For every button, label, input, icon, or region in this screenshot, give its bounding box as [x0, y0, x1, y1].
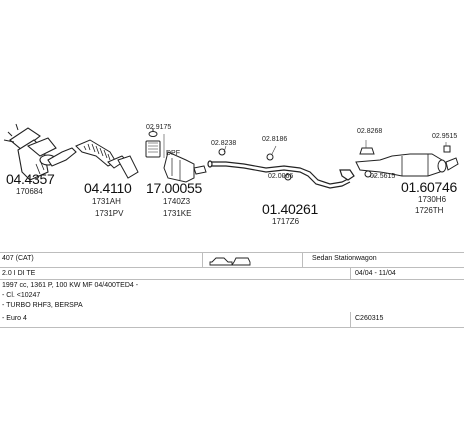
part-ref-5b: 1726TH [415, 206, 444, 215]
part-number-2: 04.4110 [84, 180, 132, 196]
leader-lines [163, 134, 447, 177]
vehicle-code: C260315 [355, 315, 384, 322]
small-part-b: DPF [166, 150, 180, 157]
part-ref-3b: 1731KE [163, 209, 192, 218]
part-number-5: 01.60746 [401, 179, 457, 195]
small-part-g: 02.9515 [432, 133, 458, 140]
small-part-e: 02.0066 [268, 173, 294, 180]
part-number-4: 01.40261 [262, 201, 318, 217]
small-part-c: 02.8238 [211, 140, 237, 147]
catalyst-icon [3, 123, 77, 181]
part-ref-2b: 1731PV [95, 209, 124, 218]
vehicle-turbo: - TURBO RHF3, BERSPA [2, 302, 83, 309]
middle-pipe-icon [207, 160, 355, 189]
small-part-h: 02.5615 [370, 173, 396, 180]
vehicle-cl: - Cl. <10247 [2, 292, 41, 299]
car-wagon-icon [231, 257, 251, 266]
part-ref-1: 170684 [16, 187, 43, 196]
vehicle-spec: 1997 cc, 1361 P, 100 KW MF 04/400TED4 - [2, 282, 139, 289]
car-sedan-icon [209, 257, 233, 266]
part-number-1: 04.4357 [6, 171, 55, 187]
small-part-a: 02.9175 [146, 124, 172, 131]
vehicle-euro: - Euro 4 [2, 315, 27, 322]
clamp-icon [359, 145, 451, 178]
dpf-icon [145, 140, 207, 183]
rear-silencer-icon [355, 153, 459, 177]
vehicle-model: 407 (CAT) [2, 255, 34, 262]
part-number-3: 17.00055 [146, 180, 202, 196]
vehicle-period: 04/04 - 11/04 [355, 270, 396, 277]
part-ref-4: 1717Z6 [272, 217, 300, 226]
small-part-f: 02.8268 [357, 128, 383, 135]
part-ref-2a: 1731AH [92, 197, 121, 206]
gasket-icon [148, 128, 158, 137]
small-part-d: 02.8186 [262, 136, 288, 143]
vehicle-body: Sedan Stationwagon [312, 255, 377, 262]
vehicle-engine: 2.0 I DI TE [2, 270, 36, 277]
part-ref-3a: 1740Z3 [163, 197, 191, 206]
part-ref-5a: 1730H6 [418, 195, 447, 204]
flex-pipe-icon [75, 139, 139, 179]
rubber-hanger-icon [218, 148, 292, 181]
